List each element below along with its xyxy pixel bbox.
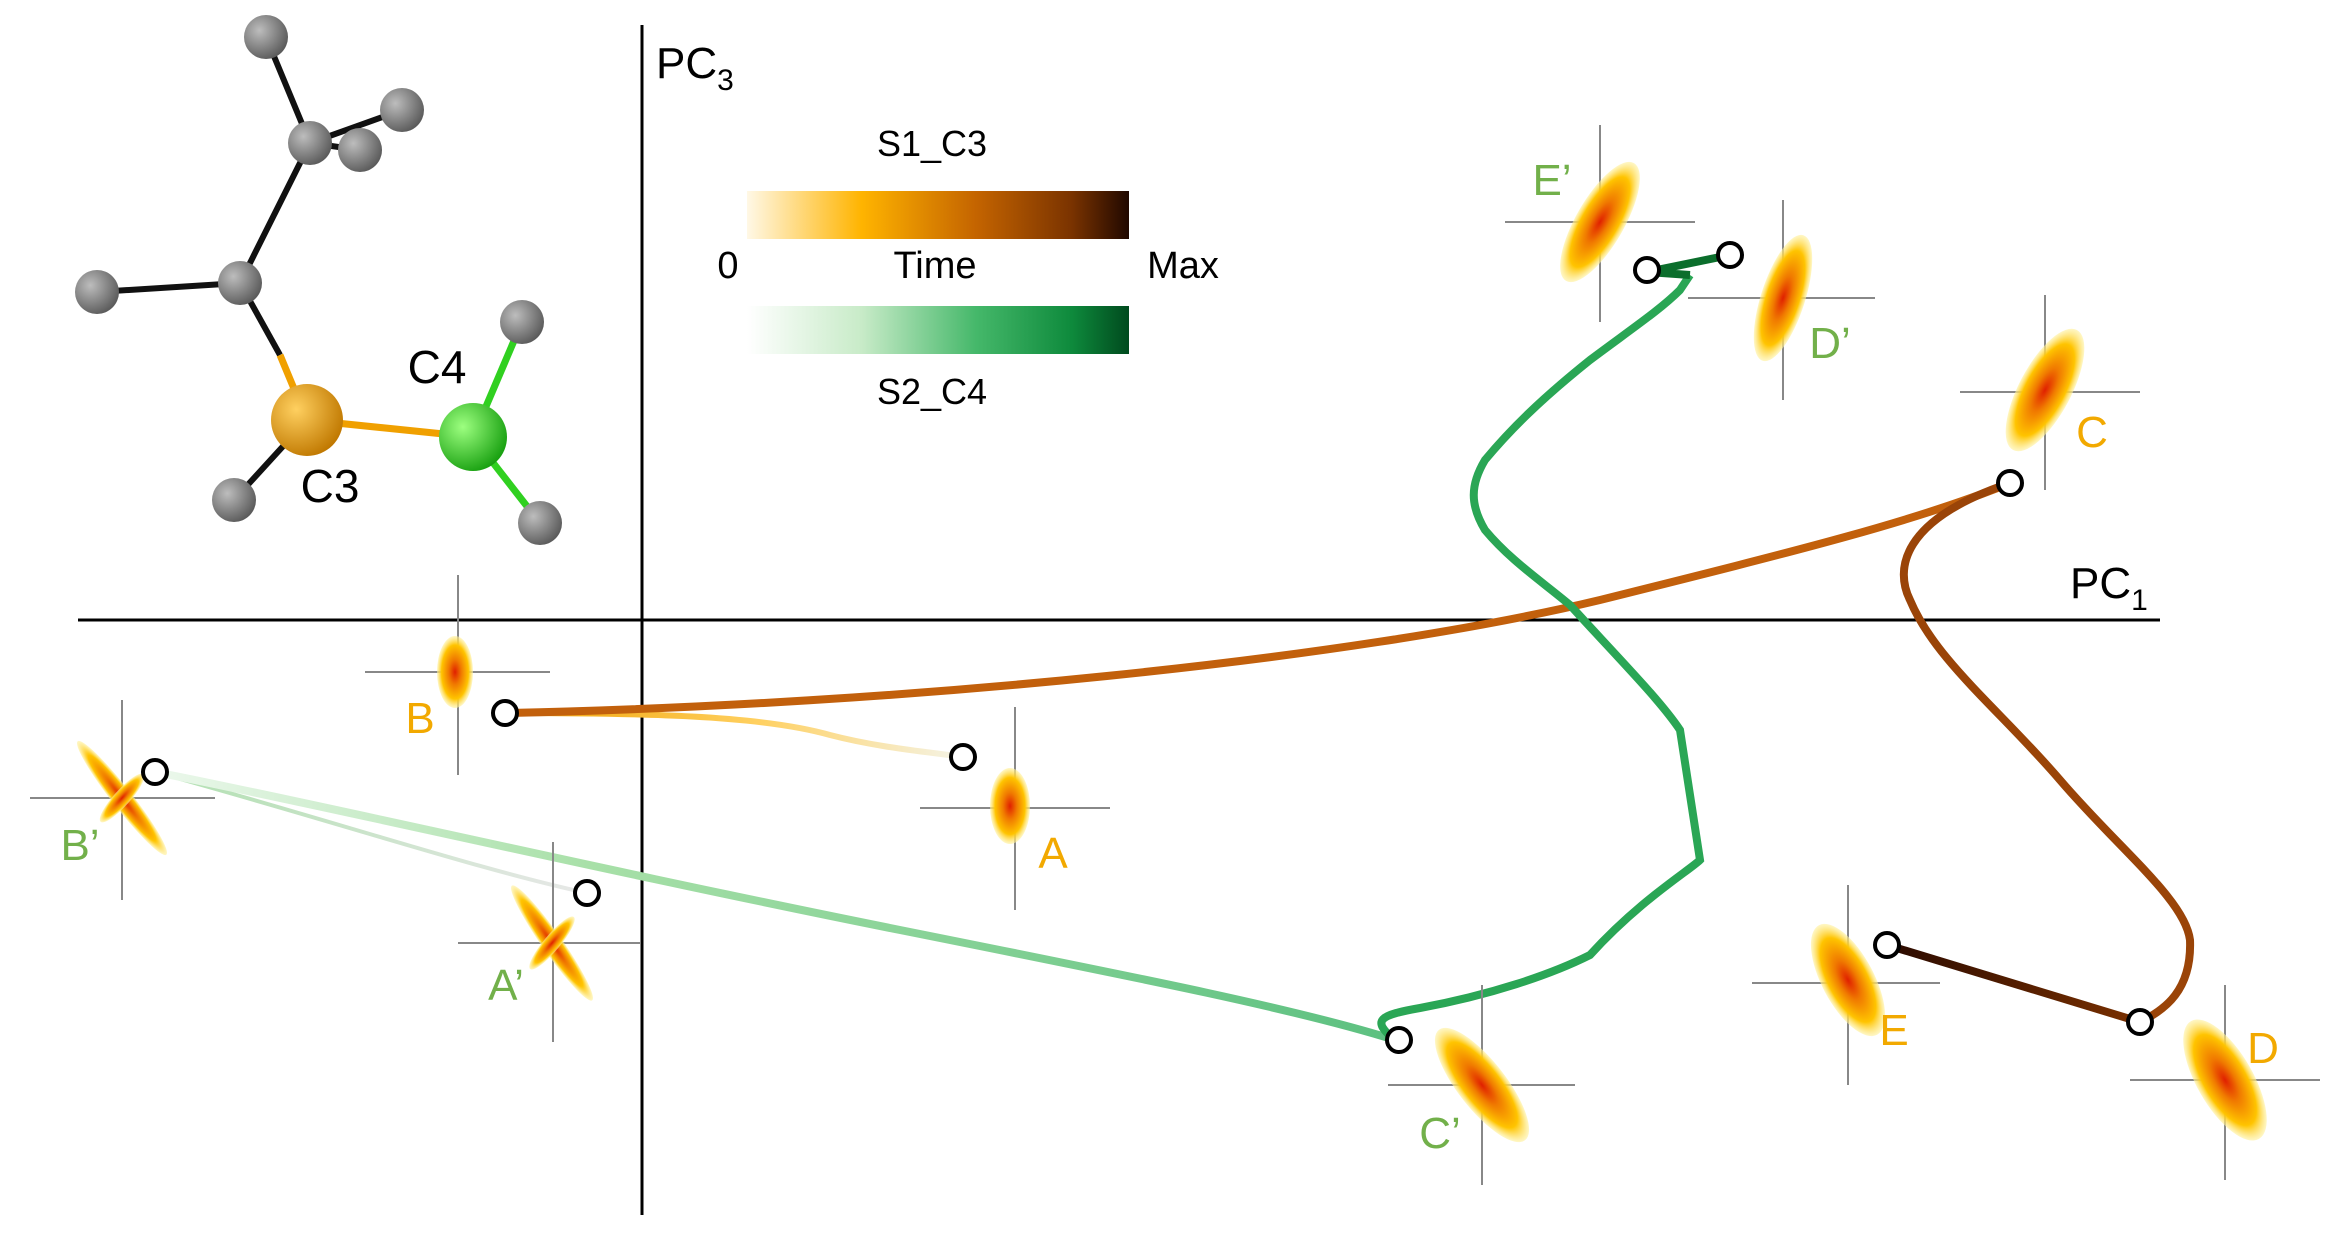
label-c-prime: C’	[1419, 1109, 1461, 1158]
trajectory-s1-b-c	[504, 479, 2012, 717]
marker-c-prime	[1385, 1026, 1413, 1054]
atom-h	[380, 88, 424, 132]
s1-colorbar-title: S1_C3	[877, 123, 987, 164]
state-a-prime-distribution	[458, 842, 640, 1042]
marker-a	[949, 743, 977, 771]
marker-d	[2126, 1008, 2154, 1036]
state-e-distribution	[1752, 885, 1940, 1085]
atom-h	[500, 300, 544, 344]
atom-h	[244, 15, 288, 59]
marker-e	[1873, 931, 1901, 959]
trajectory-s1-d-e	[1885, 941, 2142, 1026]
state-b-distribution	[365, 575, 550, 775]
atom-label-c4: C4	[408, 341, 467, 393]
state-c-distribution	[1960, 295, 2140, 490]
label-a-prime: A’	[488, 961, 524, 1010]
label-d-prime: D’	[1809, 319, 1851, 368]
atom-h	[338, 128, 382, 172]
label-e: E	[1879, 1006, 1908, 1055]
label-c: C	[2076, 408, 2108, 457]
atom-h	[518, 501, 562, 545]
marker-d-prime	[1716, 241, 1744, 269]
atom-c3	[271, 384, 343, 456]
colorbar-max-label: Max	[1147, 245, 1219, 287]
trajectory-s2-a-b	[154, 770, 588, 895]
label-b: B	[405, 694, 434, 743]
state-c-prime-distribution	[1388, 985, 1575, 1185]
s1-colorbar	[747, 191, 1129, 239]
trajectories	[154, 251, 2195, 1044]
pc3-axis-label: PC3	[656, 39, 734, 97]
label-b-prime: B’	[60, 821, 99, 870]
s2-colorbar-title: S2_C4	[877, 371, 987, 412]
trajectory-s2-b-c	[154, 768, 1397, 1044]
marker-a-prime	[573, 879, 601, 907]
label-a: A	[1038, 829, 1068, 878]
s2-colorbar	[747, 306, 1129, 354]
marker-b-prime	[141, 758, 169, 786]
marker-b	[491, 699, 519, 727]
label-e-prime: E’	[1532, 156, 1571, 205]
trajectory-s1-c-d	[1899, 479, 2195, 1026]
trajectory-s2-c-winding	[1377, 272, 1705, 1044]
atom-h	[75, 270, 119, 314]
atom-c	[288, 121, 332, 165]
colorbar-legend: S1_C3 0 Time Max S2_C4	[717, 123, 1218, 412]
atom-label-c3: C3	[301, 460, 360, 512]
state-e-prime-distribution	[1505, 125, 1695, 322]
state-distributions	[30, 125, 2320, 1185]
atom-c	[218, 261, 262, 305]
state-b-prime-distribution	[30, 700, 215, 900]
trajectory-s1-a-b	[504, 710, 964, 760]
colorbar-time-label: Time	[893, 245, 976, 287]
atom-h	[212, 478, 256, 522]
state-labels: A B C D E A’ B’ C’ D’ E’	[60, 156, 2278, 1158]
pc1-axis-label: PC1	[2070, 559, 2148, 617]
marker-c	[1996, 469, 2024, 497]
marker-e-prime	[1633, 256, 1661, 284]
state-d-distribution	[2130, 985, 2320, 1180]
colorbar-min-label: 0	[717, 245, 738, 287]
label-d: D	[2247, 1024, 2279, 1073]
state-d-prime-distribution	[1688, 200, 1875, 400]
molecule: C4 C3	[75, 15, 562, 545]
state-markers	[141, 241, 2154, 1054]
atom-c4	[439, 403, 507, 471]
state-a-distribution	[920, 707, 1110, 910]
